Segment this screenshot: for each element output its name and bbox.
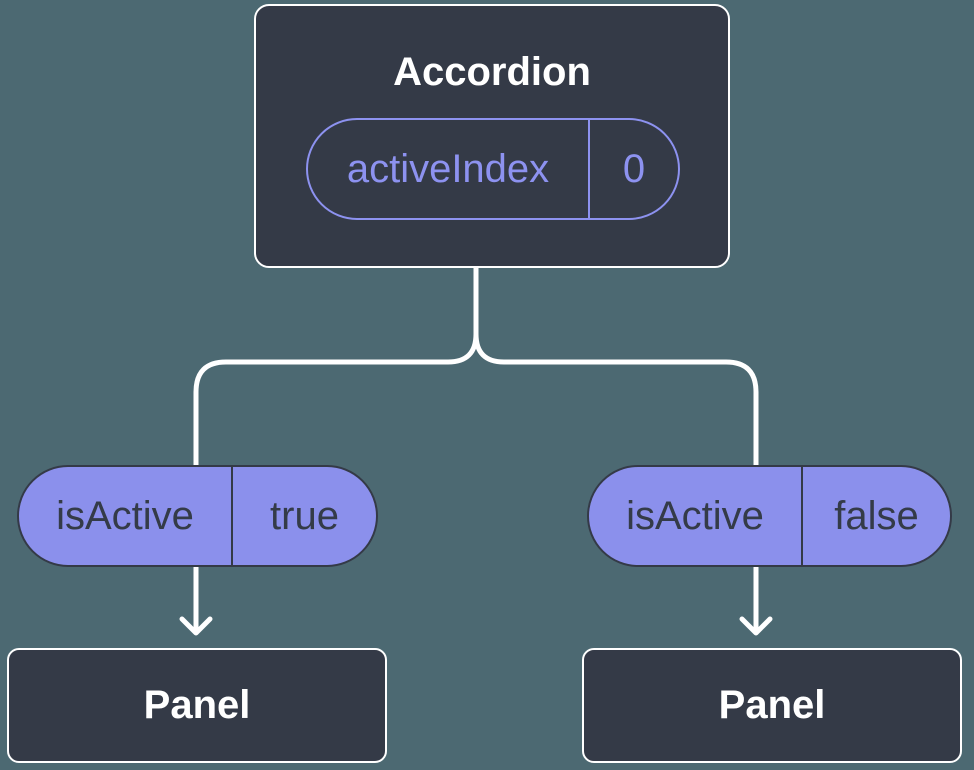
prop-pill-left: isActive true: [17, 465, 378, 567]
panel-node-label: Panel: [718, 683, 826, 727]
accordion-state-pill: activeIndex 0: [306, 118, 680, 220]
state-value: 0: [622, 146, 646, 191]
arrow-down-icon: [739, 616, 773, 636]
accordion-node-title: Accordion: [393, 50, 591, 94]
accordion-node: Accordion activeIndex 0: [254, 4, 730, 268]
branch-left: [179, 263, 479, 636]
panel-node-left: Panel: [7, 648, 387, 763]
panel-node-label: Panel: [143, 683, 251, 727]
state-name: activeIndex: [308, 120, 590, 218]
branch-right: [473, 263, 773, 636]
prop-name: isActive: [589, 467, 803, 565]
prop-value: false: [834, 493, 919, 538]
panel-node-right: Panel: [582, 648, 962, 763]
prop-name: isActive: [19, 467, 233, 565]
prop-pill-right: isActive false: [587, 465, 952, 567]
arrow-down-icon: [179, 616, 213, 636]
prop-value: true: [270, 493, 339, 538]
